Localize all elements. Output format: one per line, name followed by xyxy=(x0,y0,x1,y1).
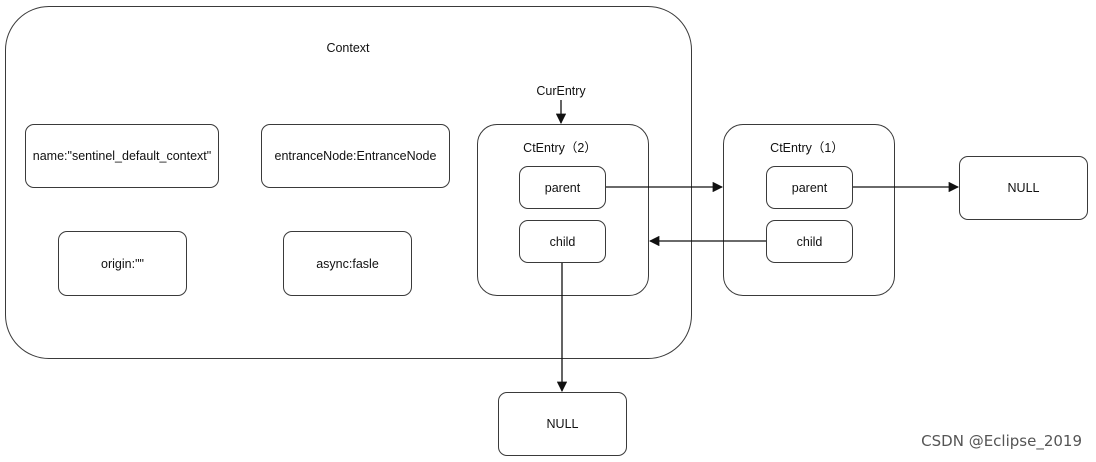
watermark: CSDN @Eclipse_2019 xyxy=(921,432,1082,450)
async-label: async:fasle xyxy=(316,256,379,271)
ct-entry-2-parent-box xyxy=(519,166,606,209)
ct-entry-2-child-box xyxy=(519,220,606,263)
async-box xyxy=(283,231,412,296)
null-right-label: NULL xyxy=(1007,181,1040,195)
context-title: Context xyxy=(326,41,370,55)
null-bottom-label: NULL xyxy=(546,417,579,431)
ct-entry-1-child-box xyxy=(766,220,853,263)
ct-entry-1-box xyxy=(723,124,895,296)
ct-entry-2-title: CtEntry（2） xyxy=(523,141,597,155)
context-name-box xyxy=(25,124,219,188)
origin-box xyxy=(58,231,187,296)
entrance-node-box xyxy=(261,124,450,188)
ct-entry-1-parent-box xyxy=(766,166,853,209)
entrance-node-label: entranceNode:EntranceNode xyxy=(274,149,437,163)
ct-entry-2-box xyxy=(477,124,649,296)
cur-entry-label: CurEntry xyxy=(536,84,586,98)
null-right-box xyxy=(959,156,1088,220)
ct-entry-1-parent-label: parent xyxy=(791,180,828,195)
origin-label: origin:"" xyxy=(101,256,144,271)
context-name-label: name:"sentinel_default_context" xyxy=(32,149,212,163)
ct-entry-2-child-label: child xyxy=(549,234,576,249)
ct-entry-1-child-label: child xyxy=(796,234,823,249)
ct-entry-1-title: CtEntry（1） xyxy=(770,141,844,155)
ct-entry-2-parent-label: parent xyxy=(544,180,581,195)
null-bottom-box xyxy=(498,392,627,456)
